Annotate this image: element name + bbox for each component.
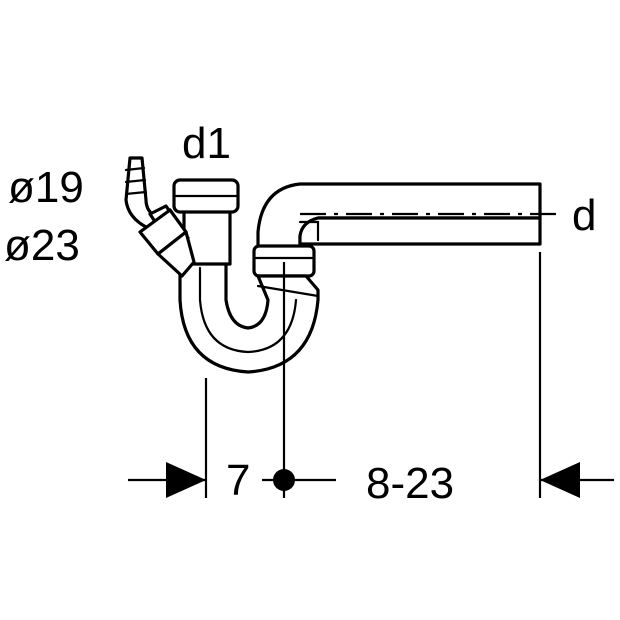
- origin-dot-icon: [273, 469, 295, 491]
- label-d: d: [572, 191, 596, 240]
- label-hose-large: ø23: [4, 221, 80, 270]
- dimension-line: [128, 462, 614, 498]
- label-range: 8-23: [366, 459, 454, 508]
- label-d1: d1: [182, 119, 231, 168]
- u-trap: [178, 260, 320, 374]
- outlet-pipe: [256, 182, 556, 254]
- arrow-right-icon: [540, 462, 580, 498]
- hose-nozzle: [124, 156, 196, 278]
- arrow-left-icon: [166, 462, 206, 498]
- label-offset: 7: [226, 456, 250, 505]
- label-hose-small: ø19: [8, 163, 84, 212]
- extension-lines: [204, 252, 542, 498]
